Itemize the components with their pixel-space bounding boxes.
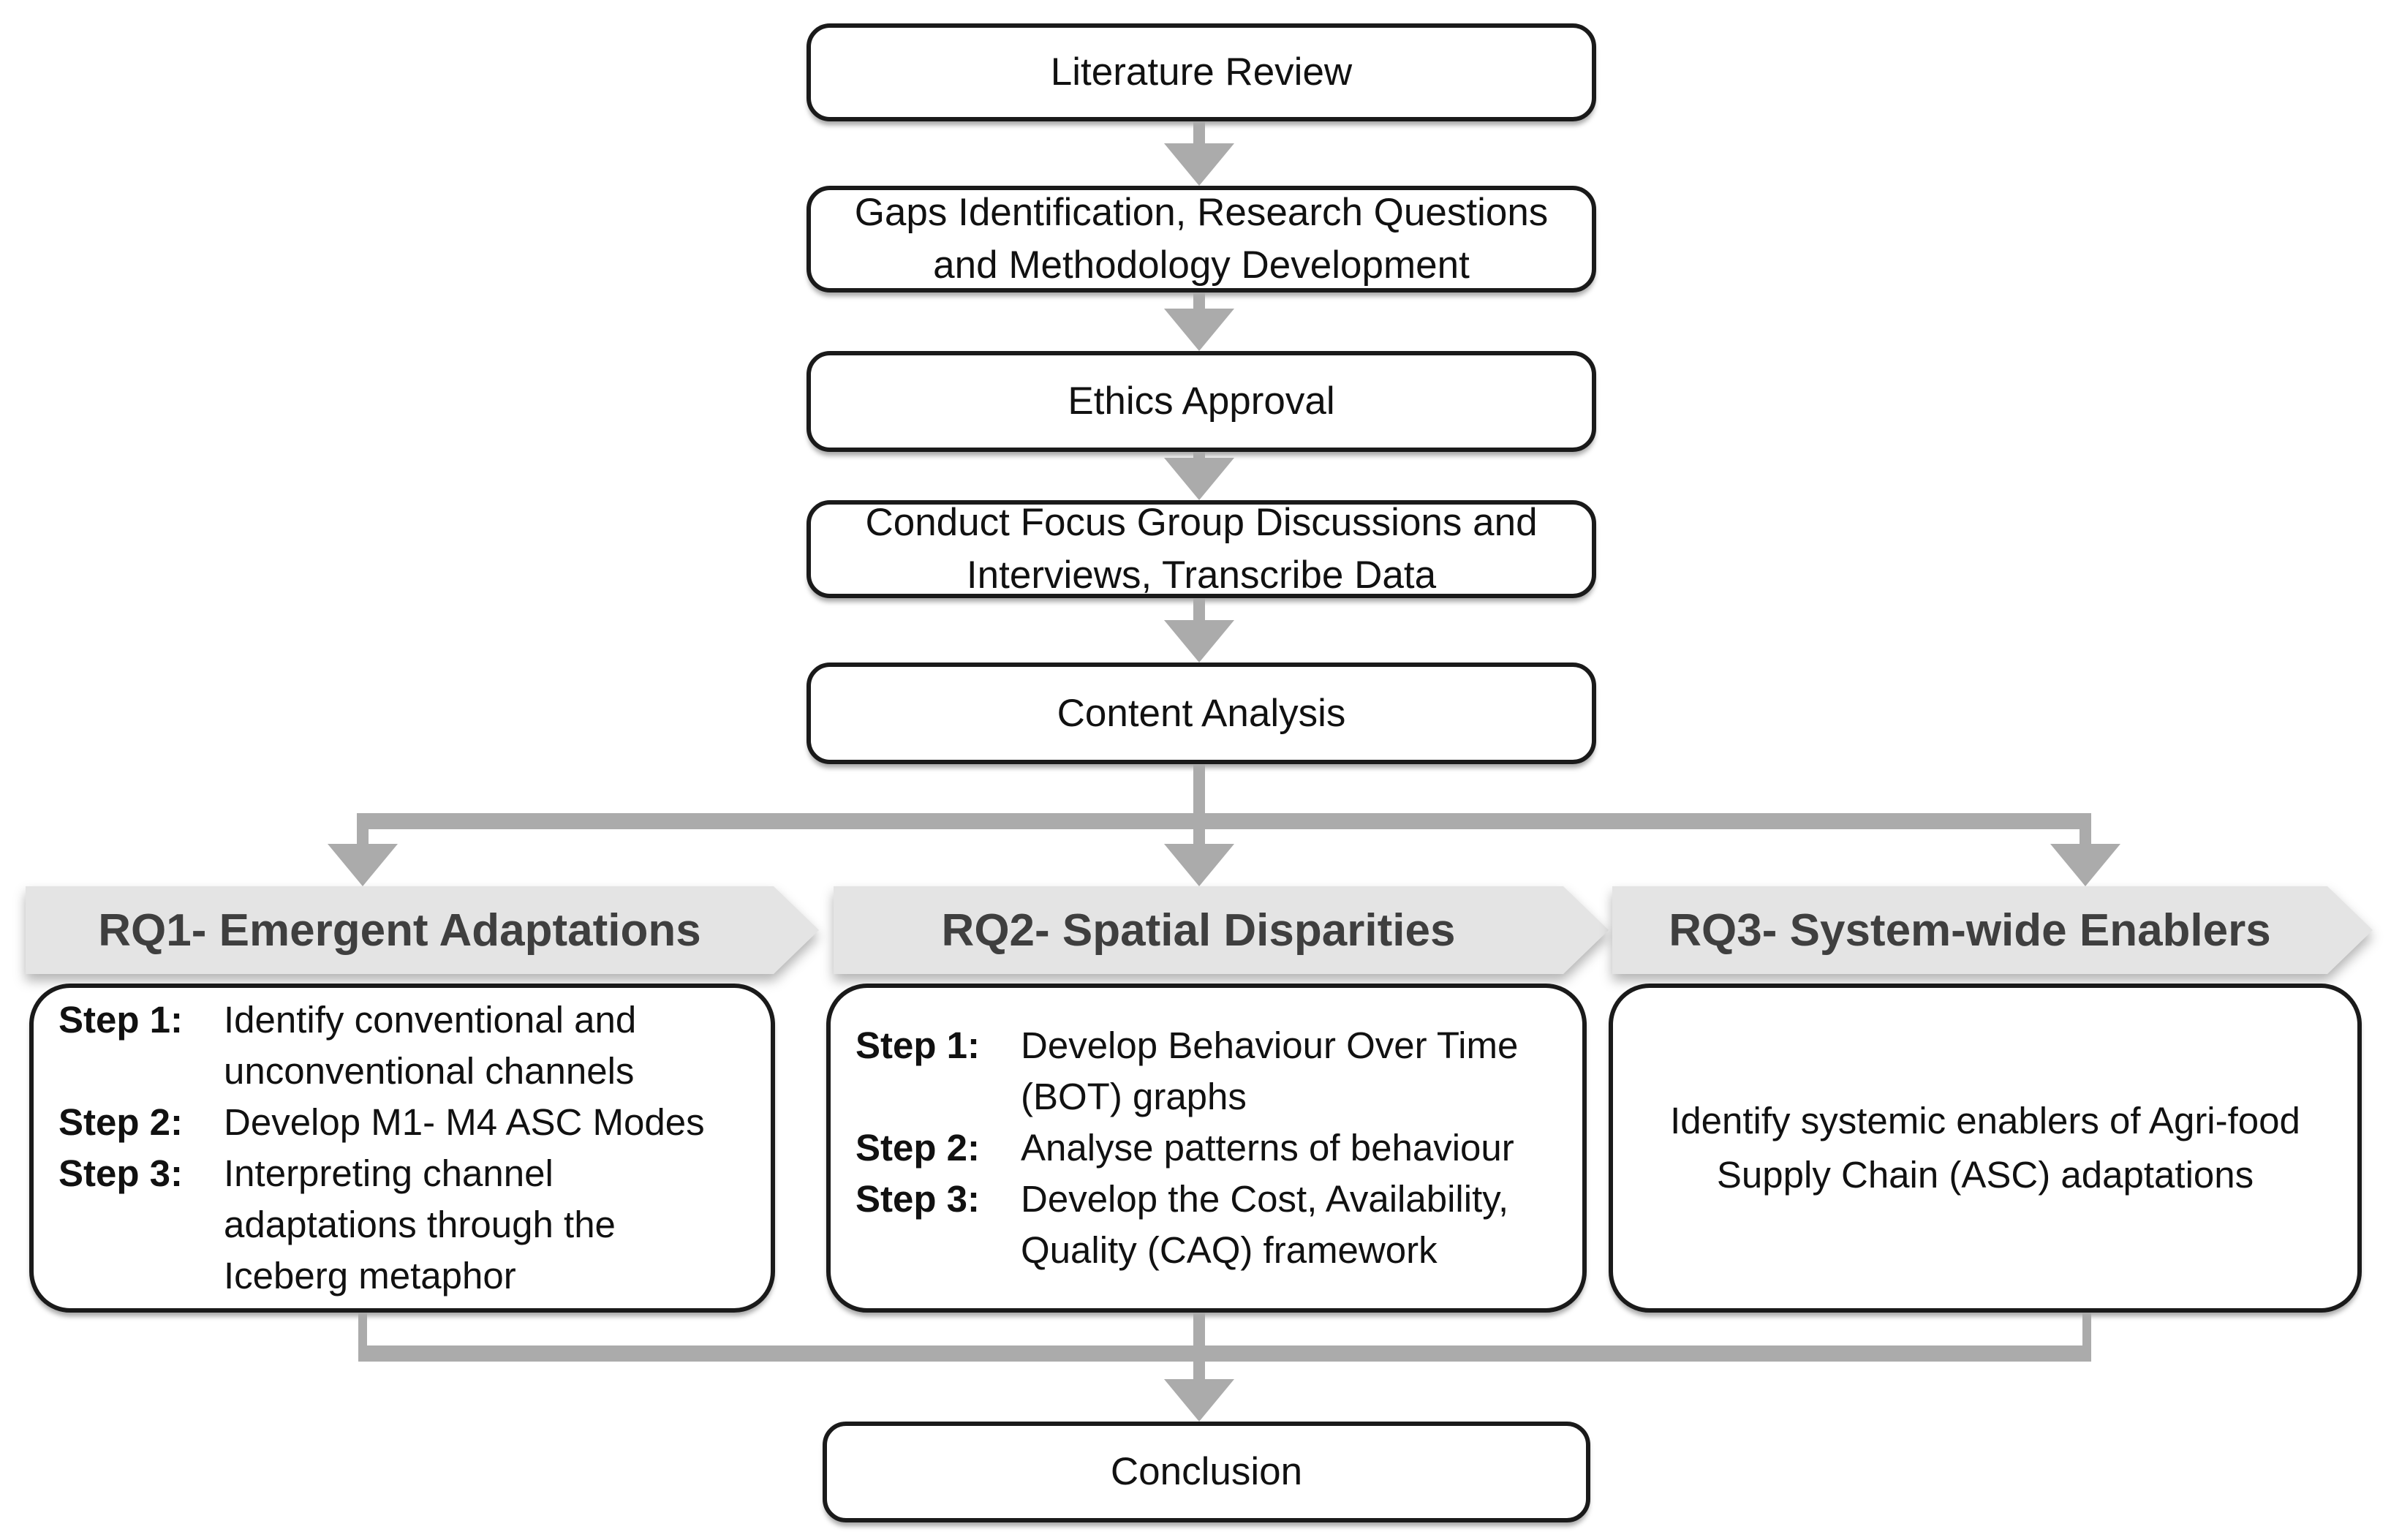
arrow-head (1164, 309, 1234, 351)
flow-box-ethics-approval: Ethics Approval (807, 351, 1596, 452)
connector-drop-left (357, 829, 369, 847)
step-text: Interpreting channel adaptations through… (224, 1152, 616, 1296)
banner-rq1-label: RQ1- Emergent Adaptations (26, 886, 819, 974)
step-text: Develop the Cost, Availability, Quality … (1021, 1178, 1509, 1271)
arrow-shaft (1193, 452, 1205, 459)
rq1-steps-list: Step 1: Identify conventional and unconv… (34, 988, 771, 1308)
banner-rq2: RQ2- Spatial Disparities (834, 886, 1609, 974)
banner-rq3: RQ3- System-wide Enablers (1612, 886, 2373, 974)
step-label: Step 1: (855, 1024, 981, 1066)
merge-drop-right (2082, 1313, 2091, 1354)
step-label: Step 3: (855, 1178, 981, 1220)
step-label: Step 2: (855, 1127, 981, 1169)
banner-rq3-label: RQ3- System-wide Enablers (1612, 886, 2373, 974)
connector-bar (357, 813, 2091, 829)
arrow-head (1164, 143, 1234, 186)
step-text: Develop M1- M4 ASC Modes (224, 1101, 705, 1143)
rq2-steps-list: Step 1: Develop Behaviour Over Time (BOT… (831, 988, 1582, 1308)
arrow-head-rq3 (2050, 844, 2120, 886)
step-text: Identify conventional and unconventional… (224, 999, 637, 1092)
arrow-head-rq2 (1164, 844, 1234, 886)
flow-box-content-analysis: Content Analysis (807, 663, 1596, 764)
step-label: Step 1: (58, 999, 184, 1041)
step-label: Step 3: (58, 1152, 184, 1194)
rq1-steps-box: Step 1: Identify conventional and unconv… (29, 984, 775, 1313)
rq3-body-box: Identify systemic enablers of Agri-food … (1609, 984, 2362, 1313)
merge-bar (358, 1345, 2091, 1362)
connector-drop-right (2080, 829, 2091, 847)
arrow-head-rq1 (328, 844, 398, 886)
merge-stem (1193, 1313, 1205, 1382)
rq3-body-text: Identify systemic enablers of Agri-food … (1670, 1100, 2300, 1196)
merge-drop-left (358, 1313, 367, 1354)
banner-rq2-label: RQ2- Spatial Disparities (834, 886, 1609, 974)
connector-stem (1193, 764, 1205, 847)
banner-rq1: RQ1- Emergent Adaptations (26, 886, 819, 974)
rq2-steps-box: Step 1: Develop Behaviour Over Time (BOT… (826, 984, 1587, 1313)
step-text: Analyse patterns of behaviour (1021, 1127, 1514, 1169)
arrow-head-conclusion (1164, 1379, 1234, 1422)
arrow-shaft (1193, 292, 1205, 310)
flow-box-conclusion: Conclusion (823, 1422, 1590, 1522)
arrow-head (1164, 458, 1234, 500)
flow-box-literature-review: Literature Review (807, 23, 1596, 121)
arrow-shaft (1193, 598, 1205, 622)
step-text: Develop Behaviour Over Time (BOT) graphs (1021, 1024, 1519, 1117)
flow-box-gaps-identification: Gaps Identification, Research Questions … (807, 186, 1596, 292)
arrow-head (1164, 620, 1234, 663)
step-label: Step 2: (58, 1101, 184, 1143)
flow-box-focus-groups: Conduct Focus Group Discussions and Inte… (807, 500, 1596, 598)
arrow-shaft (1193, 121, 1205, 145)
